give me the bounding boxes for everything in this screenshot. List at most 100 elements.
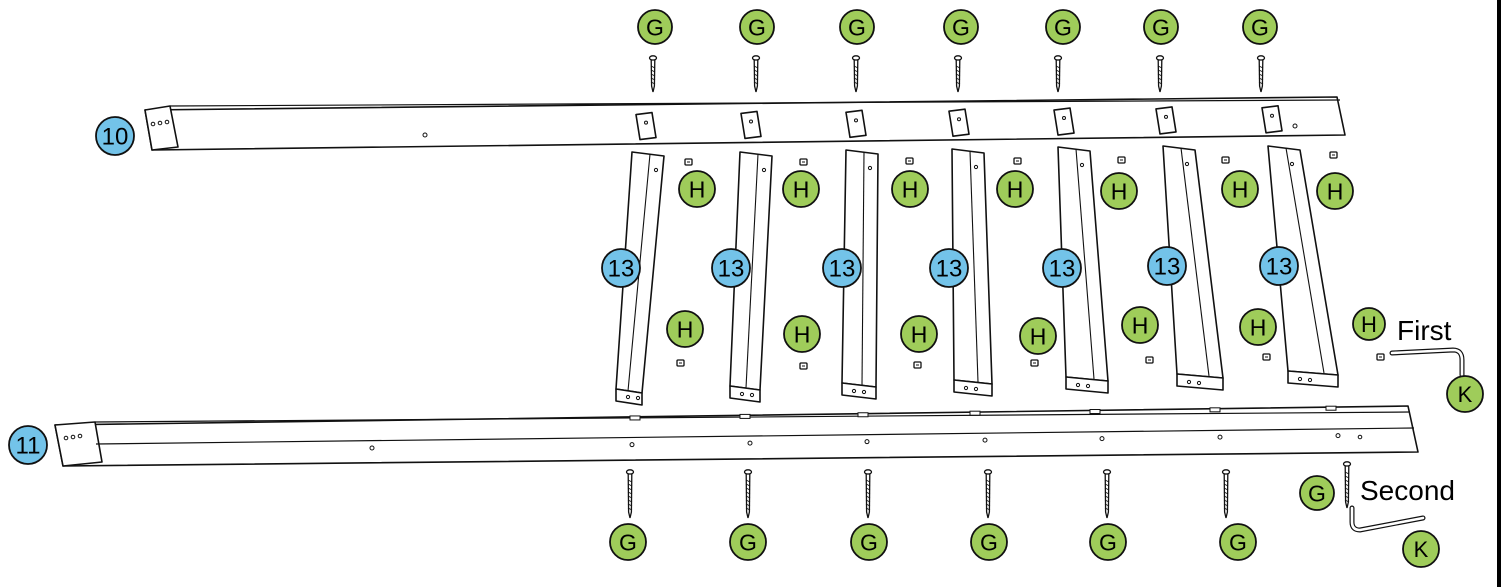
badge-screw-bottom-text: G [1229, 529, 1247, 555]
slat-13-edge [969, 150, 979, 383]
screw-thread [1104, 503, 1110, 507]
badge-clip-first: H [1352, 307, 1386, 341]
rail-11-hole [1335, 433, 1341, 439]
screw-thread [1223, 479, 1229, 483]
badge-hex-key-second-circle [1402, 530, 1440, 568]
badge-screw-bottom-text: G [619, 529, 637, 555]
screw-thread [1157, 69, 1163, 73]
badge-screw-bottom-circle [1219, 523, 1257, 561]
badge-part-13-text: 13 [829, 256, 856, 283]
badge-clip-top: H [1221, 170, 1259, 208]
rail-11-end-hole [63, 435, 69, 441]
badge-clip-top-text: H [793, 176, 810, 202]
slat-13-end [953, 379, 993, 397]
badge-part-13: 13 [822, 248, 862, 288]
screw-thread [865, 487, 871, 491]
screw-thread [1223, 495, 1229, 499]
screw-shank [650, 59, 656, 93]
slat-13-end [841, 382, 877, 400]
badge-clip-top-text: H [1327, 178, 1344, 204]
badge-screw-bottom-circle [729, 523, 767, 561]
rails-layer [54, 96, 1419, 467]
screw-top [751, 55, 761, 93]
rail-11-hole [982, 437, 988, 443]
badge-clip-top-text: H [689, 176, 706, 202]
slat-13-hole [851, 388, 857, 394]
screw-thread [853, 73, 859, 77]
slat-13-hole [739, 391, 745, 397]
screw-top [851, 55, 861, 93]
screw-thread [985, 503, 991, 507]
badge-screw-top: G [1143, 9, 1179, 45]
badge-part-13-text: 13 [1266, 254, 1293, 281]
badge-clip-top-text: H [902, 176, 919, 202]
badge-clip-top-circle [891, 170, 929, 208]
screw-thread [650, 65, 656, 69]
screw-thread [1258, 69, 1264, 73]
badge-part-13-text: 13 [718, 256, 745, 283]
screw-thread [1055, 69, 1061, 73]
badge-part-10-circle [95, 116, 135, 156]
screw-thread [650, 69, 656, 73]
slat-13-end [1287, 370, 1339, 388]
badge-screw-top: G [839, 9, 875, 45]
screw-thread [1344, 471, 1350, 475]
badge-clip-top: H [891, 170, 929, 208]
badge-clip-top: H [1316, 172, 1354, 210]
screw-thread [1258, 73, 1264, 77]
bracket [948, 108, 970, 137]
badge-clip-bottom-circle [1121, 306, 1159, 344]
badge-clip-bottom-text: H [1250, 314, 1267, 340]
slats-layer [615, 145, 1339, 406]
screw-thread [1223, 503, 1229, 507]
badge-clip-bottom: H [1121, 306, 1159, 344]
badge-part-11-circle [8, 425, 48, 465]
badge-part-13-circle [601, 248, 641, 288]
rail-11-end-hole [77, 433, 83, 439]
rail-11-hole [369, 445, 375, 451]
badge-screw-top: G [1242, 9, 1278, 45]
badge-part-13: 13 [1259, 246, 1299, 286]
screw-thread [865, 495, 871, 499]
screw-thread [1223, 491, 1229, 495]
screw-bottom [1102, 469, 1112, 519]
screw-bottom [743, 469, 753, 519]
rail-10-end-hole [157, 120, 163, 126]
rail-11-hole [1357, 434, 1363, 440]
step-second-label: Second [1360, 475, 1455, 506]
screw-thread [853, 65, 859, 69]
badge-clip-bottom-text: H [794, 321, 811, 347]
screw-thread [985, 479, 991, 483]
screw-thread [955, 65, 961, 69]
badge-hex-key-second-text: K [1414, 537, 1429, 562]
screw-thread [1223, 483, 1229, 487]
badge-clip-top-circle [1100, 172, 1138, 210]
bracket-hole [644, 120, 648, 125]
rail-10-end-hole [164, 119, 170, 125]
rail-11-notch [1325, 405, 1337, 411]
badge-hex-key-first: K [1446, 375, 1484, 413]
badge-screw-bottom-circle [609, 523, 647, 561]
screw-top [1155, 55, 1165, 93]
badge-screw-bottom-circle [1089, 523, 1127, 561]
screw-bottom [863, 469, 873, 519]
screw-thread [1055, 81, 1061, 85]
badge-screw-bottom-text: G [860, 529, 878, 555]
badge-screw-top-text: G [1152, 14, 1170, 40]
badge-screw-bottom-text: G [980, 529, 998, 555]
bracket-hole [854, 118, 858, 123]
badge-part-13-text: 13 [1154, 254, 1181, 281]
slat-13-end [729, 385, 761, 403]
badge-clip-bottom-text: H [1132, 312, 1149, 338]
screw-thread [1223, 507, 1229, 511]
bracket-hole [1270, 113, 1274, 118]
slat-13-hole [761, 167, 767, 173]
bracket-hole [1062, 116, 1066, 121]
badge-clip-bottom-text: H [677, 316, 694, 342]
rail-10-edge [169, 99, 1341, 107]
screw-thread [1344, 499, 1350, 503]
screw-thread [853, 81, 859, 85]
screw-thread [1157, 77, 1163, 81]
badge-part-13-circle [822, 248, 862, 288]
